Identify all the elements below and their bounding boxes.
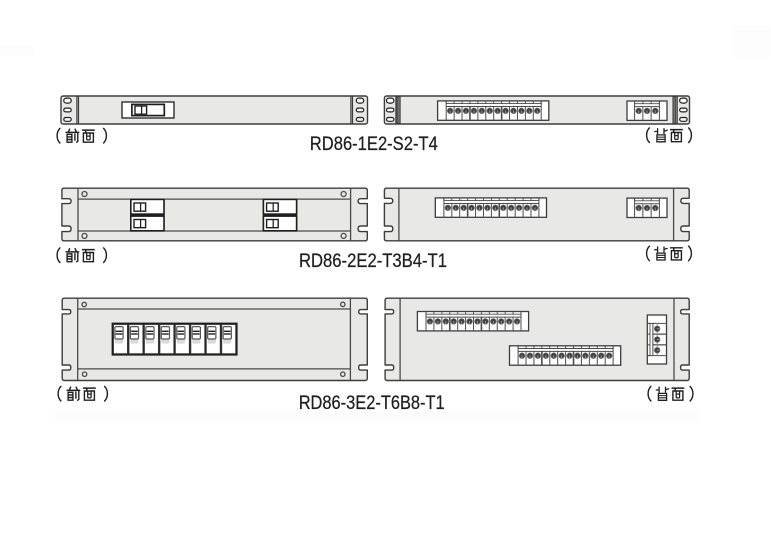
svg-text:RD86-2E2-T3B4-T1: RD86-2E2-T3B4-T1 [299, 251, 447, 272]
svg-text:RD86-1E2-S2-T4: RD86-1E2-S2-T4 [310, 134, 438, 155]
svg-text:RD86-3E2-T6B8-T1: RD86-3E2-T6B8-T1 [299, 393, 445, 414]
